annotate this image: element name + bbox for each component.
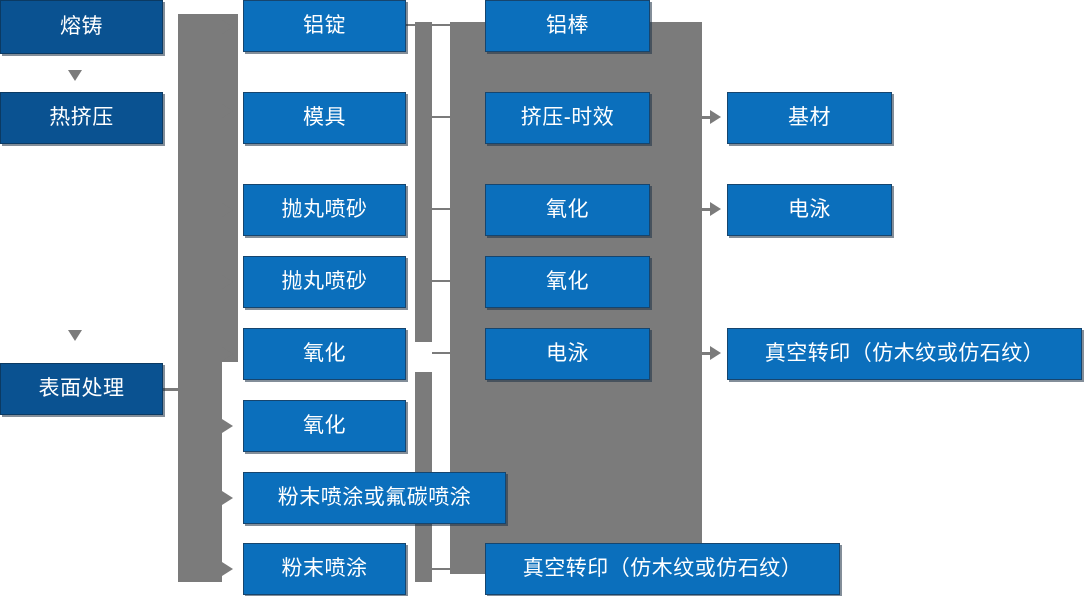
node-out-vacuum-transfer-label: 真空转印（仿木纹或仿石纹） <box>764 342 1045 366</box>
arrow-stem-electrophoresis <box>702 208 714 211</box>
node-proc-aluminum-bar[interactable]: 铝棒 <box>485 0 650 52</box>
node-stage-melting-label: 熔铸 <box>60 15 103 39</box>
node-proc-electrophoresis[interactable]: 电泳 <box>485 328 650 380</box>
node-input-aluminum-ingot[interactable]: 铝锭 <box>243 0 406 52</box>
node-input-shot-blasting-2-label: 抛丸喷砂 <box>281 270 368 294</box>
arrow-to-input-oxidation-1-icon <box>222 347 233 361</box>
node-proc-aluminum-bar-label: 铝棒 <box>546 14 589 38</box>
node-input-mold[interactable]: 模具 <box>243 92 406 144</box>
arrow-to-input-oxidation-2-icon <box>222 419 233 433</box>
node-input-oxidation-1[interactable]: 氧化 <box>243 328 406 380</box>
node-proc-vacuum-transfer[interactable]: 真空转印（仿木纹或仿石纹） <box>485 543 840 595</box>
node-out-electrophoresis-label: 电泳 <box>788 198 831 222</box>
node-out-vacuum-transfer[interactable]: 真空转印（仿木纹或仿石纹） <box>727 328 1082 380</box>
node-proc-vacuum-transfer-label: 真空转印（仿木纹或仿石纹） <box>522 557 803 581</box>
arrow-to-out-substrate-icon <box>710 110 721 124</box>
node-stage-surface-treatment-label: 表面处理 <box>38 377 125 401</box>
arrow-to-input-shot-blasting-2-icon <box>222 275 233 289</box>
node-proc-extrusion-aging-label: 挤压-时效 <box>520 106 615 130</box>
node-proc-oxidation-2-label: 氧化 <box>546 270 589 294</box>
node-stage-melting[interactable]: 熔铸 <box>0 0 163 54</box>
arrow-extrusion-to-surface-icon <box>68 330 82 341</box>
node-out-substrate[interactable]: 基材 <box>727 92 892 144</box>
node-input-oxidation-1-label: 氧化 <box>303 342 346 366</box>
tick-input-aluminum-ingot <box>405 24 485 26</box>
node-input-powder-coating-label: 粉末喷涂 <box>281 557 368 581</box>
node-input-aluminum-ingot-label: 铝锭 <box>303 14 346 38</box>
node-input-powder-coating[interactable]: 粉末喷涂 <box>243 543 406 595</box>
arrow-stem-vacuum-transfer <box>702 352 714 355</box>
arrow-stem-substrate <box>702 116 714 119</box>
arrow-melting-to-extrusion-icon <box>68 70 82 81</box>
node-stage-surface-treatment[interactable]: 表面处理 <box>0 363 163 415</box>
arrow-to-out-electrophoresis-icon <box>710 202 721 216</box>
node-proc-extrusion-aging[interactable]: 挤压-时效 <box>485 92 650 144</box>
node-proc-oxidation-2[interactable]: 氧化 <box>485 256 650 308</box>
arrow-to-input-powder-or-fluorocarbon-icon <box>222 491 233 505</box>
connector-surface-stub <box>163 388 185 391</box>
node-stage-hot-extrusion[interactable]: 热挤压 <box>0 92 163 144</box>
node-input-powder-or-fluorocarbon-label: 粉末喷涂或氟碳喷涂 <box>277 486 472 510</box>
node-input-mold-label: 模具 <box>303 106 346 130</box>
node-proc-oxidation-1[interactable]: 氧化 <box>485 184 650 236</box>
node-out-electrophoresis[interactable]: 电泳 <box>727 184 892 236</box>
connector-bar-inputs-upper <box>415 22 432 342</box>
node-proc-electrophoresis-label: 电泳 <box>546 342 589 366</box>
node-input-oxidation-2-label: 氧化 <box>303 414 346 438</box>
node-stage-hot-extrusion-label: 热挤压 <box>49 106 114 130</box>
node-input-shot-blasting-1[interactable]: 抛丸喷砂 <box>243 184 406 236</box>
arrow-to-input-shot-blasting-1-icon <box>222 203 233 217</box>
node-input-shot-blasting-2[interactable]: 抛丸喷砂 <box>243 256 406 308</box>
arrow-to-out-vacuum-transfer-icon <box>710 346 721 360</box>
arrow-to-input-powder-coating-icon <box>222 562 233 576</box>
arrow-to-input-aluminum-ingot-icon <box>222 20 233 34</box>
connector-band-stages-upper <box>178 14 238 362</box>
node-input-oxidation-2[interactable]: 氧化 <box>243 400 406 452</box>
node-input-powder-or-fluorocarbon[interactable]: 粉末喷涂或氟碳喷涂 <box>243 472 506 524</box>
node-out-substrate-label: 基材 <box>788 106 831 130</box>
arrow-to-input-mold-icon <box>222 104 233 118</box>
node-proc-oxidation-1-label: 氧化 <box>546 198 589 222</box>
node-input-shot-blasting-1-label: 抛丸喷砂 <box>281 198 368 222</box>
